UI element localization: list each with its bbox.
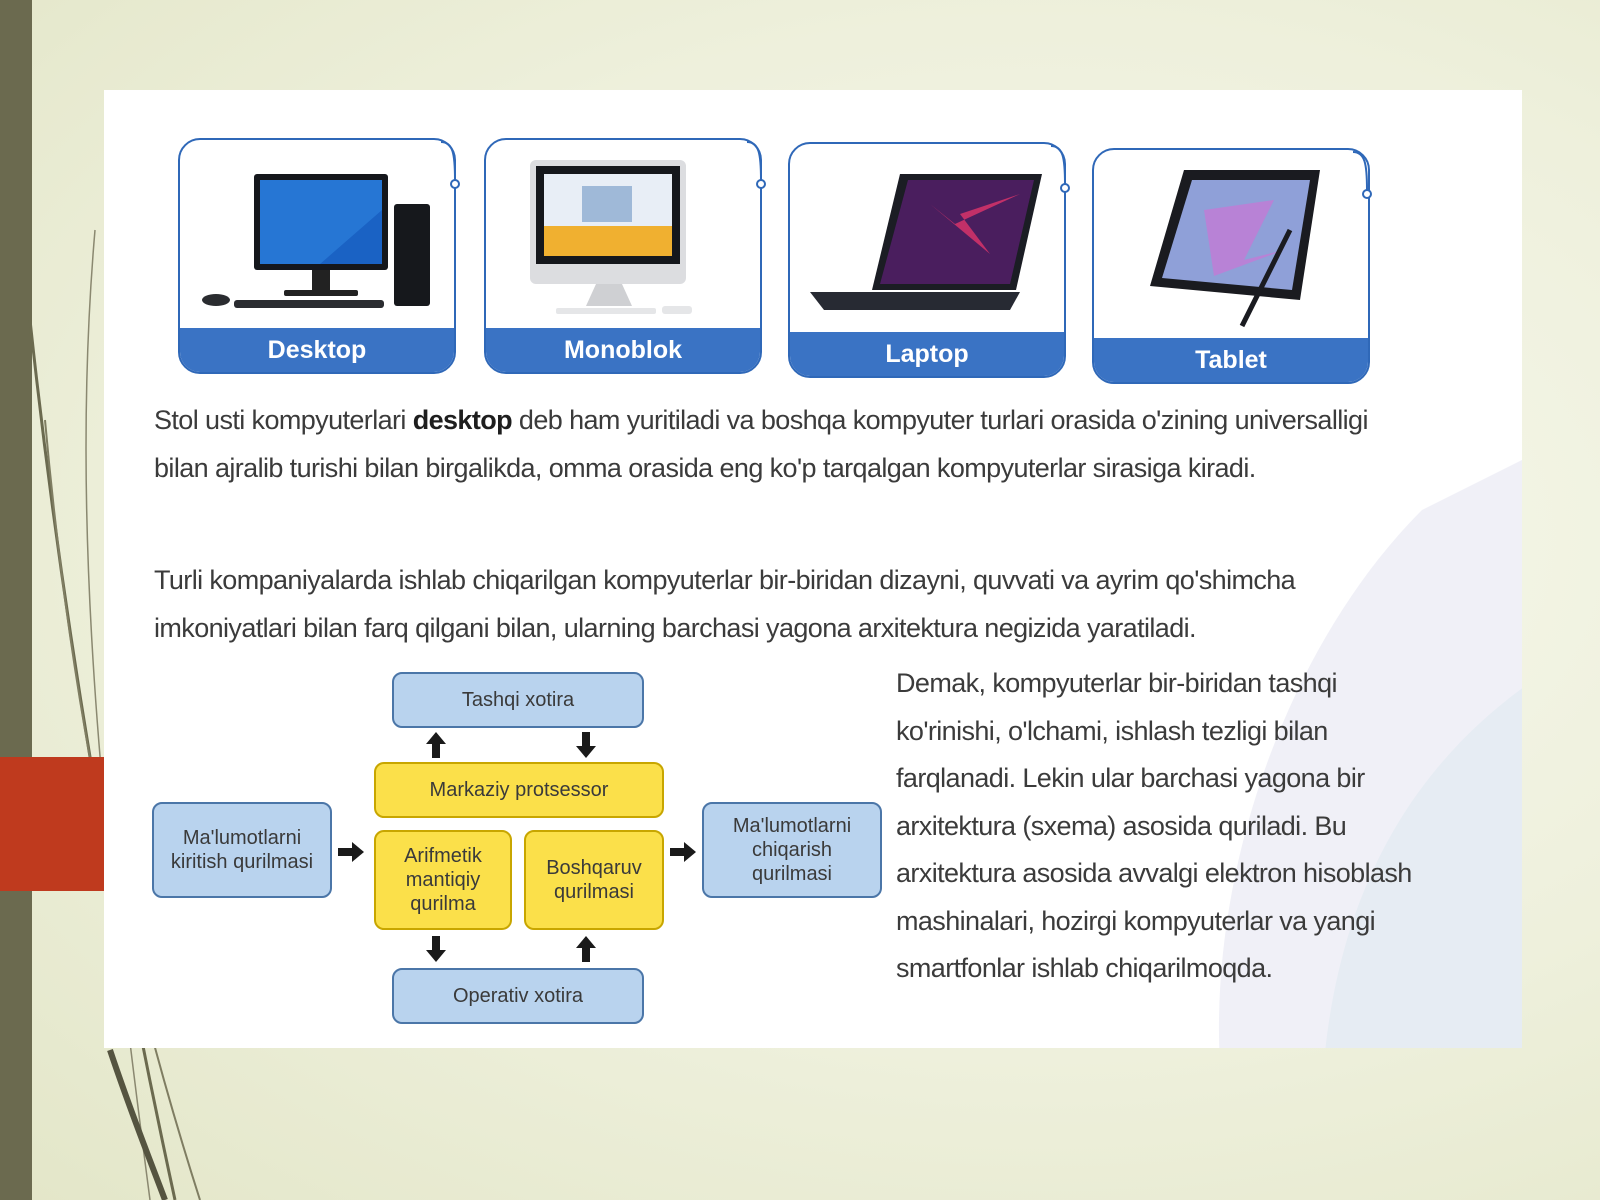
- card-label: Tablet: [1094, 338, 1368, 382]
- node-ram: Operativ xotira: [392, 968, 644, 1024]
- card-label: Monoblok: [486, 328, 760, 372]
- paragraph-text: Stol usti kompyuterlari: [154, 405, 413, 435]
- laptop-icon: [810, 174, 1042, 310]
- arrow-down-icon: [576, 732, 596, 758]
- paragraph-text: deb ham yuritiladi va boshqa kompyuter t…: [154, 405, 1368, 483]
- paragraph-bold-term: desktop: [412, 405, 513, 435]
- card-desktop[interactable]: Desktop: [178, 138, 456, 374]
- slide-left-bar: [0, 0, 32, 1200]
- card-hook-icon: [440, 141, 460, 189]
- node-alu: Arifmetik mantiqiy qurilma: [374, 830, 512, 930]
- arrow-down-icon: [426, 936, 446, 962]
- card-hook-icon: [1050, 145, 1070, 193]
- arrow-up-icon: [426, 732, 446, 758]
- arrow-up-icon: [576, 936, 596, 962]
- node-cpu: Markaziy protsessor: [374, 762, 664, 818]
- paragraph-architecture: Turli kompaniyalarda ishlab chiqarilgan …: [154, 565, 1296, 643]
- card-tablet[interactable]: Tablet: [1092, 148, 1370, 384]
- card-label: Laptop: [790, 332, 1064, 376]
- card-hook-icon: [1352, 151, 1372, 199]
- card-monoblok[interactable]: Monoblok: [484, 138, 762, 374]
- card-hook-icon: [746, 141, 766, 189]
- card-label: Desktop: [180, 328, 454, 372]
- node-control-unit: Boshqaruv qurilmasi: [524, 830, 664, 930]
- content-panel: Desktop Monoblok Laptop: [104, 90, 1522, 1048]
- paragraph-summary: Demak, kompyuterlar bir-biridan tashqi k…: [896, 668, 1412, 983]
- node-output-device: Ma'lumotlarni chiqarish qurilmasi: [702, 802, 882, 898]
- all-in-one-computer-icon: [530, 160, 692, 314]
- tablet-icon: [1150, 170, 1320, 328]
- desktop-computer-icon: [202, 174, 430, 308]
- node-input-device: Ma'lumotlarni kiritish qurilmasi: [152, 802, 332, 898]
- slide-red-accent: [0, 757, 104, 891]
- card-laptop[interactable]: Laptop: [788, 142, 1066, 378]
- arrow-right-icon: [670, 842, 696, 862]
- paragraph-desktop: Stol usti kompyuterlari desktop deb ham …: [154, 396, 1394, 492]
- arrow-right-icon: [338, 842, 364, 862]
- node-external-memory: Tashqi xotira: [392, 672, 644, 728]
